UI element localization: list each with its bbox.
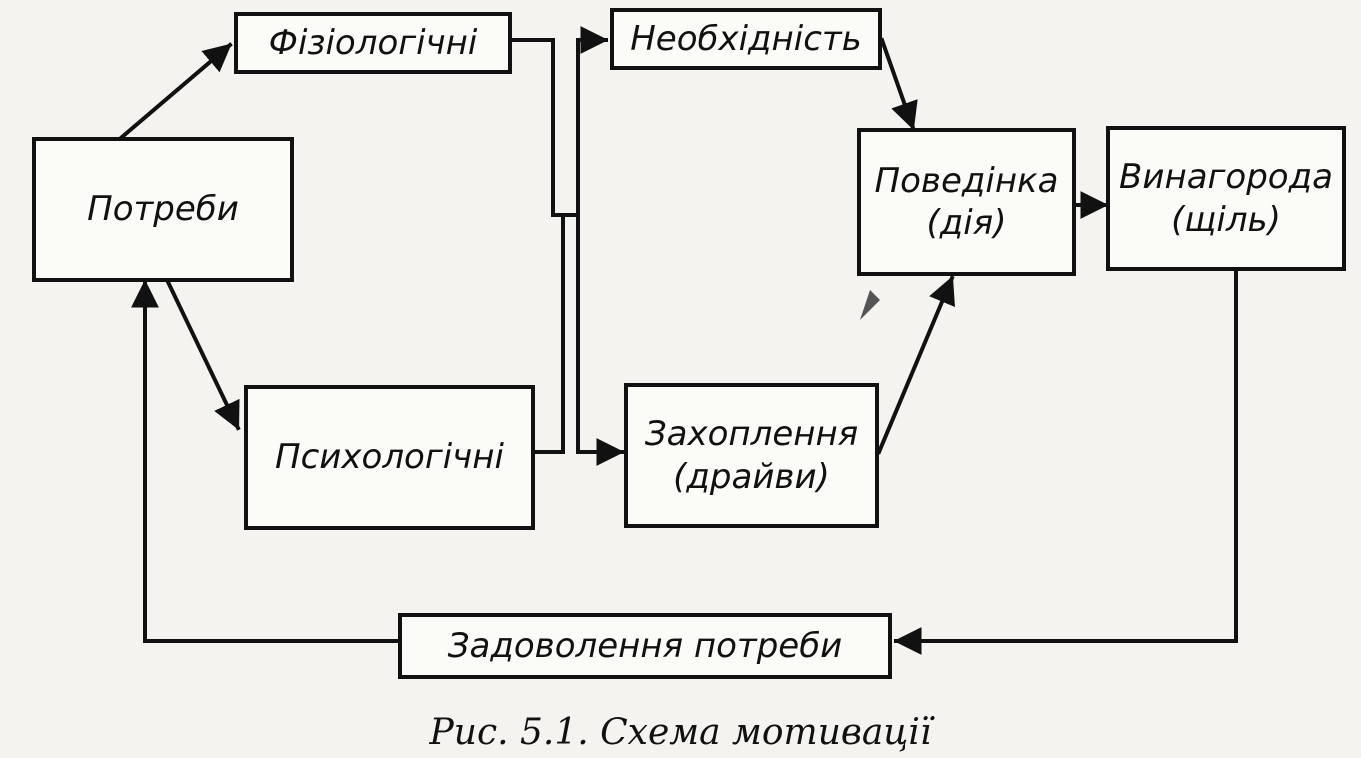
ink-smudge [860, 290, 880, 320]
node-psychological: Психологічні [244, 385, 535, 530]
connector-psychological [533, 213, 565, 454]
node-satisfaction: Задоволення потреби [398, 613, 892, 679]
node-psychological-label: Психологічні [275, 437, 504, 478]
figure-caption: Рис. 5.1. Схема мотивації [429, 712, 932, 753]
arrow-satisfaction-to-needs [131, 279, 400, 643]
arrow-needs-to-psychological [165, 279, 241, 431]
node-necessity: Необхідність [610, 8, 882, 70]
arrow-reward-to-satisfaction [893, 268, 1238, 655]
node-physiological: Фізіологічні [234, 12, 512, 74]
node-physiological-label: Фізіологічні [268, 22, 478, 63]
node-behavior-label: Поведінка (дія) [874, 160, 1059, 244]
node-needs-label: Потреби [87, 189, 239, 230]
arrow-needs-to-physiological [119, 42, 233, 140]
node-reward-label: Винагорода (щіль) [1119, 157, 1333, 240]
node-drives: Захоплення (драйви) [624, 383, 879, 528]
node-drives-label: Захоплення (драйви) [644, 414, 859, 497]
arrow-necessity-to-behavior [879, 37, 918, 131]
node-satisfaction-label: Задоволення потреби [447, 625, 843, 666]
arrow-drives-to-behavior [876, 275, 955, 455]
node-behavior: Поведінка (дія) [857, 128, 1076, 276]
connector-physiological [510, 38, 580, 217]
node-reward: Винагорода (щіль) [1106, 126, 1346, 271]
node-needs: Потреби [32, 137, 294, 282]
node-necessity-label: Необхідність [630, 18, 862, 59]
